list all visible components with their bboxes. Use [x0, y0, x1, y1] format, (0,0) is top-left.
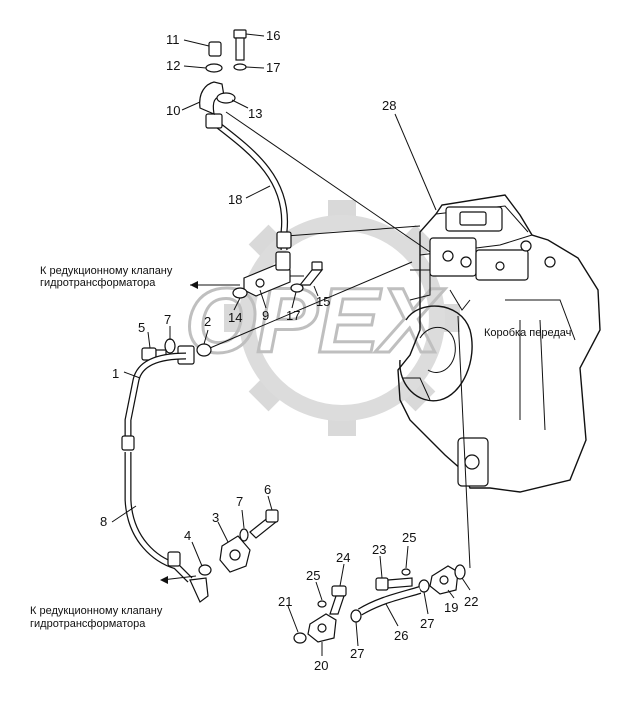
part-number-27-left: 27	[350, 646, 364, 661]
tube-1	[121, 352, 187, 451]
watermark-gear-icon	[224, 200, 460, 436]
fitting-block-19	[375, 564, 466, 595]
part-number-25-left: 25	[306, 568, 320, 583]
hose-8	[124, 452, 193, 583]
hose-26	[350, 586, 422, 623]
leader-lines	[111, 33, 471, 656]
caption-bottom-line1: К редукционному клапану	[30, 605, 163, 617]
part-number-21: 21	[278, 594, 292, 609]
caption-top-line1: К редукционному клапану	[40, 265, 173, 277]
arrow-head-icon	[160, 576, 168, 584]
arrow-head-icon	[190, 281, 198, 289]
elbow-fitting-10	[199, 41, 236, 115]
leader-line-2-to-housing	[209, 261, 413, 349]
part-number-18: 18	[228, 192, 242, 207]
caption-top-line2: гидротрансформатора	[40, 277, 156, 289]
part-number-9: 9	[262, 308, 269, 323]
part-number-22: 22	[464, 594, 478, 609]
part-number-26: 26	[394, 628, 408, 643]
leader-line-18-to-housing	[285, 225, 421, 237]
part-number-11: 11	[166, 32, 180, 47]
leader-line-22-to-housing	[457, 315, 471, 569]
part-number-13: 13	[248, 106, 262, 121]
o-ring-2	[196, 343, 212, 357]
part-number-8: 8	[100, 514, 107, 529]
part-number-19: 19	[444, 600, 458, 615]
part-number-25-right: 25	[402, 530, 416, 545]
part-number-1: 1	[112, 366, 119, 381]
part-numbers: 11 12 10 13 16 17 28 18 14 9 17 15 2 5 7…	[100, 28, 478, 673]
part-number-17: 17	[266, 60, 280, 75]
hose-18	[205, 113, 292, 250]
part-number-23: 23	[372, 542, 386, 557]
part-number-2: 2	[204, 314, 211, 329]
part-number-3: 3	[212, 510, 219, 525]
part-number-24: 24	[336, 550, 350, 565]
part-number-7-lower: 7	[236, 494, 243, 509]
part-number-6: 6	[264, 482, 271, 497]
part-number-20: 20	[314, 658, 328, 673]
part-number-10: 10	[166, 103, 180, 118]
part-number-15: 15	[316, 294, 330, 309]
part-number-14: 14	[228, 310, 242, 325]
part-number-12: 12	[166, 58, 180, 73]
part-number-16: 16	[266, 28, 280, 43]
fitting-block-3	[189, 509, 279, 603]
leader-line-13-to-housing	[225, 111, 431, 253]
part-number-17-mid: 17	[286, 308, 300, 323]
part-number-28: 28	[382, 98, 396, 113]
transmission-housing	[397, 194, 601, 493]
part-number-5: 5	[138, 320, 145, 335]
part-number-4: 4	[184, 528, 191, 543]
bolt-16	[233, 29, 247, 71]
leader-line-28	[394, 113, 437, 211]
fitting-block-20	[293, 585, 347, 644]
caption-bottom-line2: гидротрансформатора	[30, 618, 146, 630]
part-number-7-upper: 7	[164, 312, 171, 327]
watermark-logo: OPEX	[185, 270, 445, 372]
part-number-27-right: 27	[420, 616, 434, 631]
captions: К редукционному клапану гидротрансформат…	[30, 265, 571, 630]
fitting-block-9	[232, 251, 324, 299]
caption-gearbox: Коробка передач	[484, 327, 571, 339]
